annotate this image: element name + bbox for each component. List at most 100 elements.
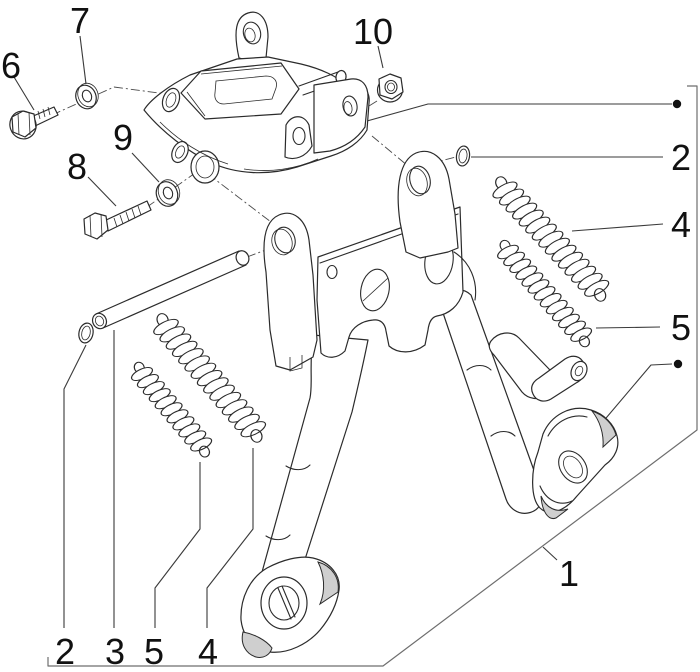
stand-right-foot xyxy=(532,407,619,513)
leg-seam xyxy=(490,430,516,437)
callout-4-bottom: 4 xyxy=(198,631,218,672)
part-washer-9 xyxy=(155,179,181,207)
gusset xyxy=(453,251,477,301)
axis-bolt6-washer7 xyxy=(51,86,167,116)
ring-right-outer xyxy=(455,145,471,167)
bracket-lower-ear xyxy=(284,116,313,160)
callout-1: 1 xyxy=(559,553,579,594)
foot-hub-bore xyxy=(268,585,300,621)
nut-bore-inner xyxy=(387,82,395,92)
part-ring-2-right xyxy=(455,145,471,167)
lower-ear-hole xyxy=(292,126,306,146)
washer7-hole xyxy=(81,89,93,103)
callout-3-bottom: 3 xyxy=(105,631,125,672)
included-part-dot-top xyxy=(672,99,682,109)
nut-hex xyxy=(378,73,404,100)
stand-right-leg xyxy=(439,289,543,514)
leg-seam xyxy=(466,364,492,371)
right-foot-hole xyxy=(558,450,588,484)
callout-4-right: 4 xyxy=(671,204,691,245)
callout-5-bottom: 5 xyxy=(144,631,164,672)
spring-hook xyxy=(198,445,211,458)
callout-2-right: 2 xyxy=(671,137,691,178)
part-hex-nut-10 xyxy=(376,73,404,103)
part-spring-long-left xyxy=(150,313,270,443)
part-pivot-pin-3 xyxy=(91,250,250,330)
box-ridge xyxy=(214,75,277,105)
leader-lines xyxy=(13,35,698,667)
leg-seam xyxy=(265,534,291,541)
part-center-stand xyxy=(240,150,619,658)
ring-left-outer xyxy=(78,322,94,344)
bolt8-facets xyxy=(89,213,103,238)
stand-right-plate xyxy=(397,150,459,259)
leader-10 xyxy=(377,45,384,69)
nut-bore xyxy=(384,79,398,95)
tab-hole xyxy=(242,21,262,45)
included-part-dot-bottom xyxy=(673,359,683,369)
leader-5-right xyxy=(595,326,661,329)
washer7-outer xyxy=(75,84,97,110)
leader-9 xyxy=(131,152,160,183)
bracket-top-tab xyxy=(235,11,269,63)
spring-hook xyxy=(250,429,263,443)
spring-hook xyxy=(593,288,607,302)
part-mounting-bracket xyxy=(143,11,370,184)
bolt6-facets xyxy=(17,111,31,136)
part-washer-7 xyxy=(75,82,99,110)
leader-6 xyxy=(13,76,35,111)
leader-4-right xyxy=(571,223,664,232)
group-bracket-part1 xyxy=(47,85,698,667)
bolt6-threads xyxy=(37,106,51,120)
pin-body xyxy=(95,250,247,329)
callout-5-right: 5 xyxy=(671,307,691,348)
left-boss-bore xyxy=(165,92,177,108)
leader-bullet-bottom xyxy=(600,363,673,425)
axis-bolt8-washer9 xyxy=(146,170,199,208)
part-flange-bolt-6 xyxy=(9,106,59,140)
callout-9: 9 xyxy=(113,117,133,158)
pin-bore xyxy=(94,315,105,327)
bracket-right-plate xyxy=(313,78,369,154)
callout-7: 7 xyxy=(70,0,90,41)
hole-chord xyxy=(362,277,389,302)
callout-2-bottom: 2 xyxy=(55,631,75,672)
bracket-raised-box xyxy=(180,62,300,120)
ring-left-bore xyxy=(81,325,91,341)
axis-pin-to-plate xyxy=(246,244,280,258)
right-foot-hole-bore xyxy=(563,455,583,479)
box-edges xyxy=(186,65,283,117)
washer7-rim xyxy=(77,82,99,108)
cross-member-hole-left xyxy=(360,268,390,312)
washer9-rim xyxy=(157,179,181,205)
leader-7 xyxy=(79,35,87,85)
part-spring-long-right xyxy=(489,176,613,302)
spring-hook xyxy=(578,335,591,348)
leader-5-bottom xyxy=(154,462,201,628)
right-foot-heel-line xyxy=(539,485,573,504)
leader-4-bottom xyxy=(206,448,254,628)
pin-cap-end xyxy=(235,250,250,266)
callout-8: 8 xyxy=(67,146,87,187)
bracket-lower-opening xyxy=(190,150,220,184)
pedal-end-cap xyxy=(570,360,588,382)
leader-bullet-top xyxy=(366,103,672,122)
washer9-hole xyxy=(162,186,174,200)
cross-member-hole-small xyxy=(326,264,338,280)
lower-boss-bore xyxy=(175,145,185,159)
part-spring-short-left xyxy=(128,361,215,458)
right-foot-rim xyxy=(547,415,588,437)
ring-right-bore xyxy=(458,148,468,164)
callout-6: 6 xyxy=(1,45,21,86)
bracket-contours xyxy=(159,121,319,171)
ear-hole-bore xyxy=(343,101,353,115)
part-hex-bolt-8 xyxy=(83,200,152,240)
foot-toe-shade xyxy=(241,631,273,658)
part-ring-2-left xyxy=(78,322,94,344)
foot-wedge-shade xyxy=(317,561,339,606)
tab-hole-bore xyxy=(244,27,256,43)
leg-seam xyxy=(285,464,311,471)
